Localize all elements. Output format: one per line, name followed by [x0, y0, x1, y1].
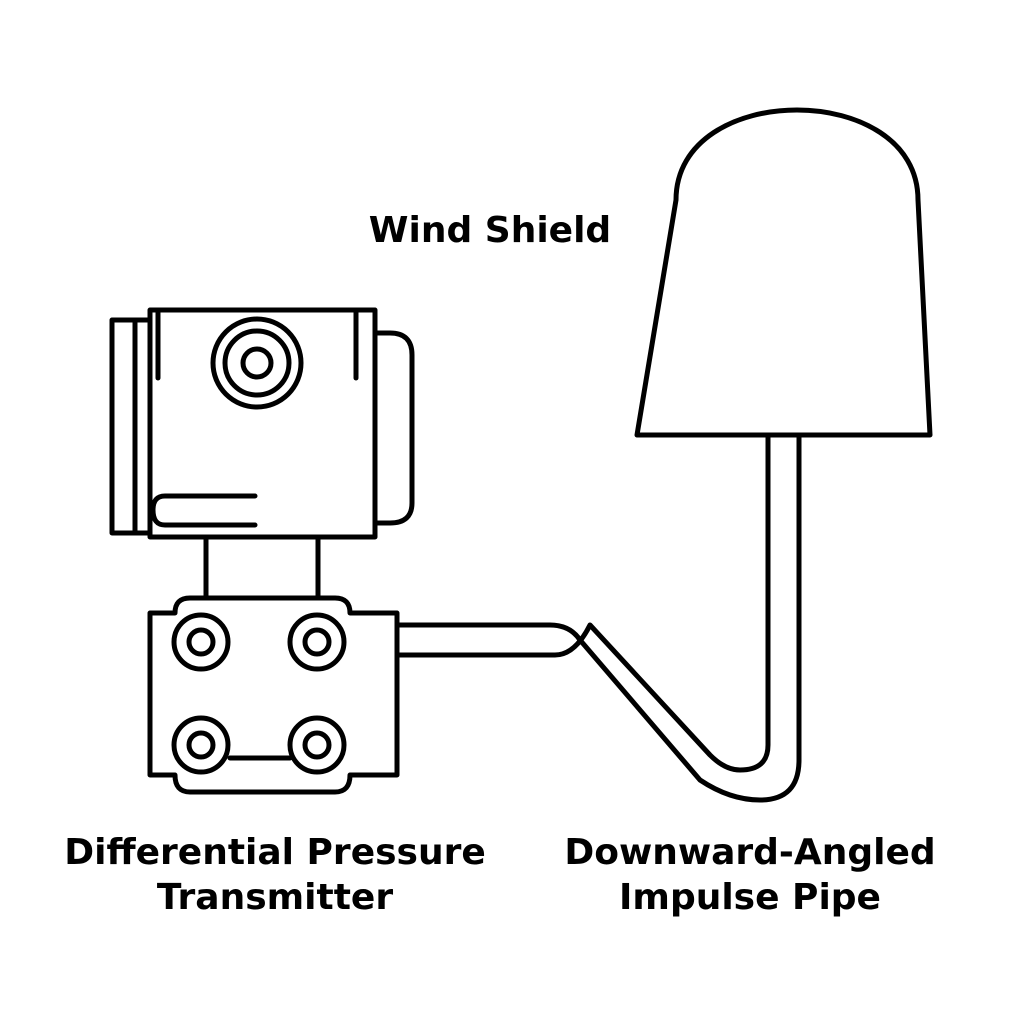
flange-bolt-bottom-left: [171, 715, 231, 775]
nameplate-slot: [150, 493, 258, 528]
transmitter-neck: [203, 534, 321, 601]
display-window-inner: [240, 346, 274, 380]
display-window-outer: [210, 316, 304, 410]
housing-right-cap: [372, 330, 415, 526]
transmitter-label: Differential Pressure Transmitter: [40, 830, 510, 920]
transmitter-housing: [147, 307, 378, 540]
housing-left-cap: [109, 317, 153, 536]
display-window-middle: [222, 328, 292, 398]
flange-bolt-top-left: [171, 612, 231, 672]
impulse-pipe-outer-wall: [394, 432, 802, 803]
impulse-pipe-inner-wall: [394, 432, 771, 773]
impulse-pipe-label: Downward-Angled Impulse Pipe: [530, 830, 970, 920]
flange-bolt-bottom-right: [287, 715, 347, 775]
transmitter-label-line1: Differential Pressure: [64, 832, 486, 873]
wind-shield-label: Wind Shield: [330, 208, 650, 253]
transmitter-label-line2: Transmitter: [156, 877, 394, 918]
impulse-pipe-label-line1: Downward-Angled: [564, 832, 936, 873]
wind-shield: [634, 107, 933, 438]
flange-bolt-top-right: [287, 612, 347, 672]
sensor-flange: [147, 595, 400, 795]
wind-shield-label-text: Wind Shield: [368, 210, 612, 251]
impulse-pipe-label-line2: Impulse Pipe: [619, 877, 881, 918]
